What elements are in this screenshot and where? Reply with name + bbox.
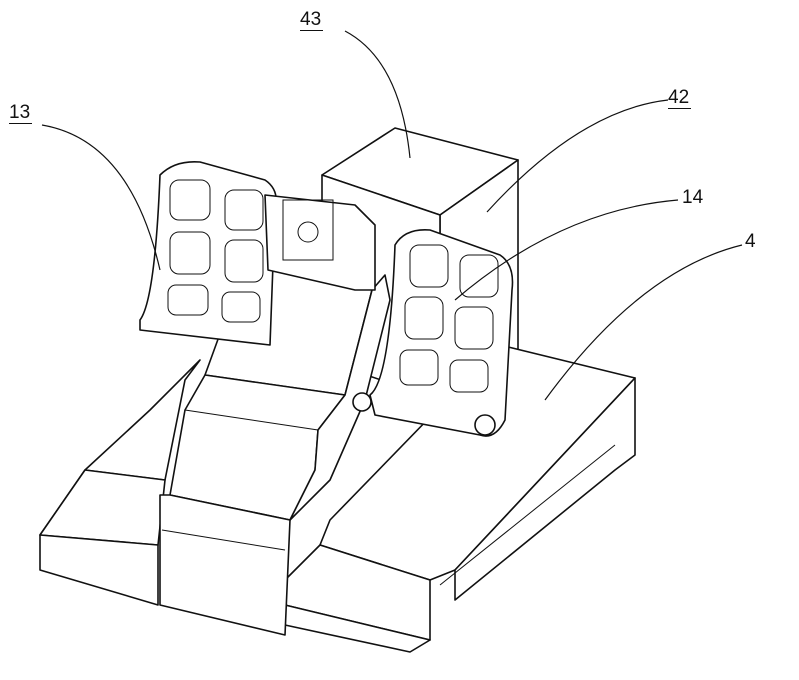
leader-4 [544,244,743,401]
label-13: 13 [9,102,33,124]
left-pedal [139,160,278,346]
center-ramp [159,264,391,636]
leader-lines [41,30,743,401]
label-4: 4 [745,231,756,252]
left-base [39,359,201,606]
leader-14 [454,199,679,301]
center-display [264,194,376,291]
right-pedal [352,228,514,437]
label-14: 14 [682,187,704,208]
label-43: 43 [300,9,324,31]
leader-43 [344,30,411,159]
leader-42 [486,99,669,213]
leader-13 [41,124,161,271]
label-42: 42 [668,87,692,109]
